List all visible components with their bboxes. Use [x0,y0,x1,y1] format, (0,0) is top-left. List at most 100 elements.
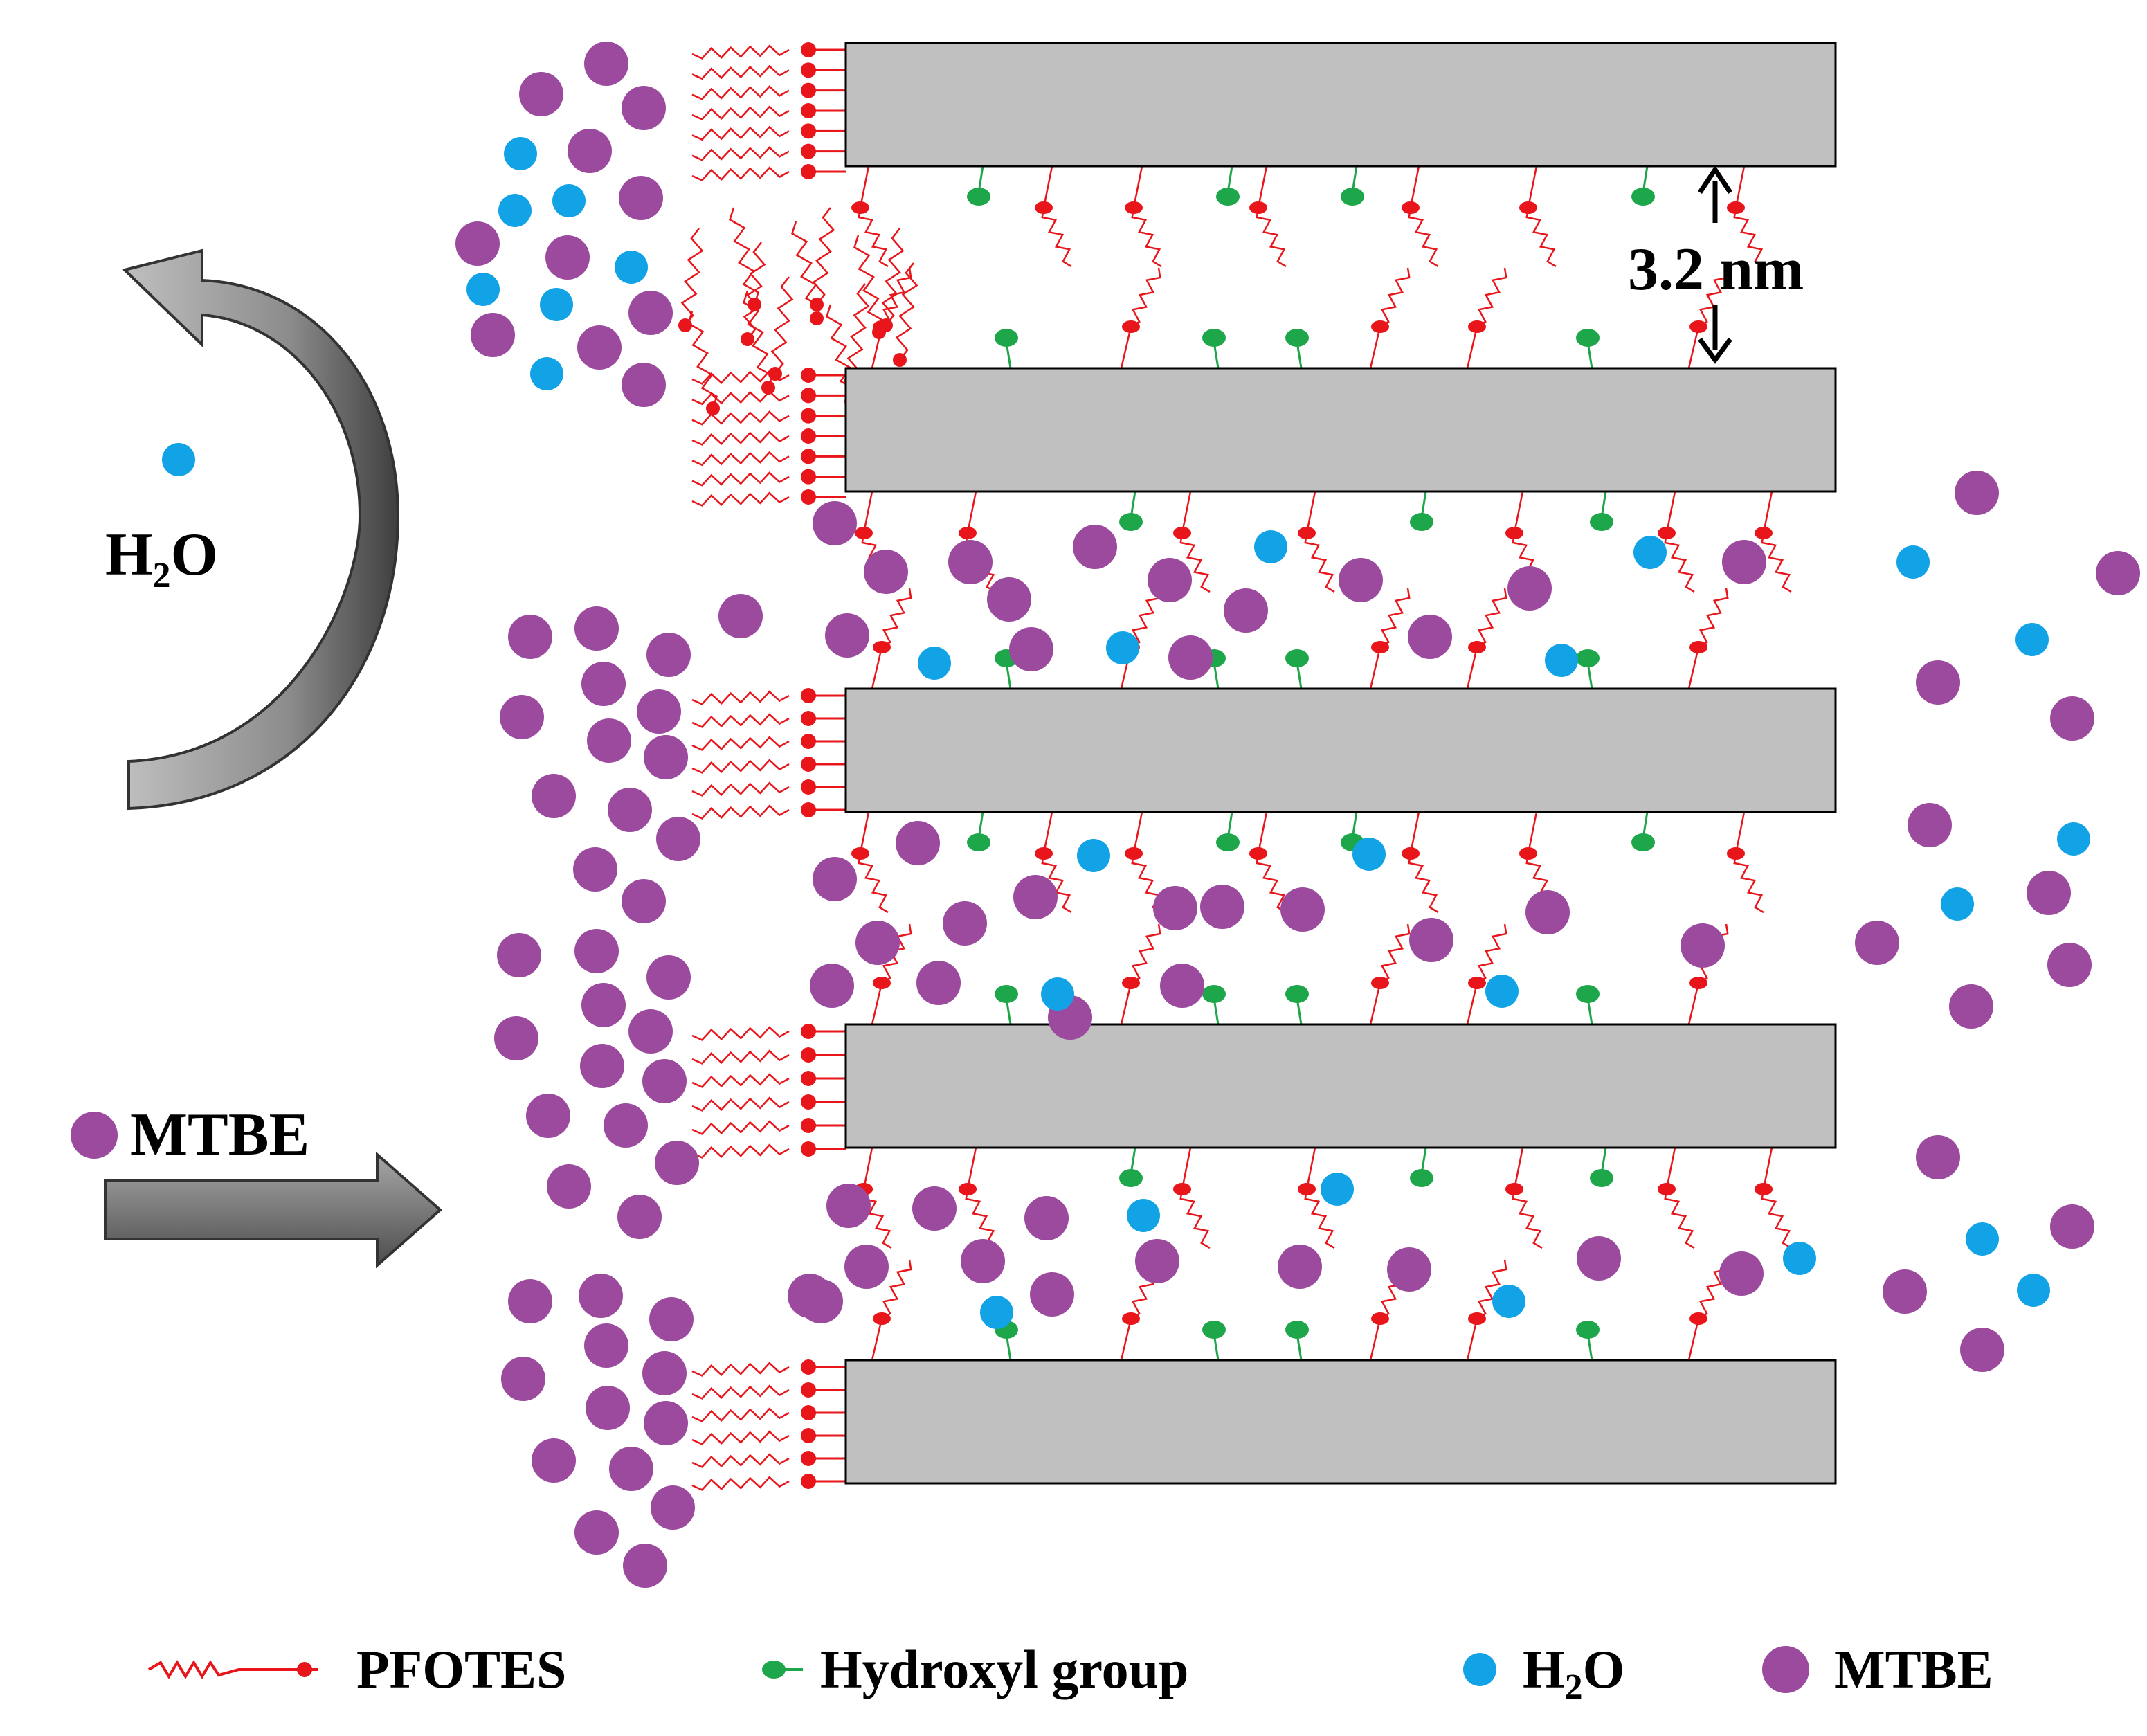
mtbe-molecule-icon [2050,1204,2094,1249]
pfotes-chain-icon [147,1660,318,1679]
water-molecule-icon [466,273,500,306]
water-molecule-icon [1896,545,1930,579]
water-molecule-icon [1492,1285,1525,1318]
mtbe-molecule-icon [943,901,987,946]
hydroxyl-group-icon [1285,649,1309,689]
mtbe-molecule-icon [1762,1646,1809,1693]
pfotes-chain-icon [691,1428,846,1445]
pfotes-chain-icon [691,42,846,60]
mtbe-molecule-icon [526,1094,570,1138]
molecules-layer [455,42,2140,1588]
pfotes-chain-icon [687,311,720,415]
graphene-oxide-sheet [844,367,1837,493]
water-molecule-icon [552,184,586,217]
graphene-oxide-sheet [844,1359,1837,1485]
mtbe-molecule-icon [826,1184,871,1228]
hydroxyl-group-icon [1285,1321,1309,1361]
mtbe-molecule-icon [987,577,1031,622]
chains-layer [678,42,1792,1491]
pfotes-chain-icon [768,276,794,381]
mtbe-molecule-icon [622,879,666,923]
mtbe-molecule-icon [574,606,619,651]
mtbe-molecule-icon [844,1245,889,1289]
mtbe-label: MTBE [130,1101,309,1168]
mtbe-molecule-icon [609,1447,653,1491]
mtbe-molecule-icon [574,929,619,973]
mtbe-molecule-icon [608,788,652,832]
mtbe-molecule-icon [1013,875,1058,919]
mtbe-molecule-icon [1883,1269,1927,1314]
mtbe-molecule-icon [494,1016,538,1060]
mtbe-molecule-icon [1949,984,1993,1029]
mtbe-molecule-icon [1073,525,1117,569]
pfotes-chain-icon [691,688,846,705]
mtbe-molecule-icon [1525,890,1570,934]
mtbe-molecule-icon [813,857,857,901]
hydroxyl-group-icon [1631,165,1655,206]
hydroxyl-group-icon [1410,1147,1433,1187]
legend-item-hydroxyl: Hydroxyl group [762,1639,1188,1699]
mtbe-molecule-icon [628,1009,673,1054]
water-molecule-icon [1352,838,1386,871]
pfotes-chain-icon [810,207,835,311]
mtbe-molecule-icon [1009,627,1053,671]
pfotes-chain-icon [959,1147,996,1249]
pfotes-chain-icon [871,1259,912,1361]
mtbe-molecule-icon [532,774,576,818]
hydroxyl-group-icon [1410,491,1433,531]
mtbe-molecule-icon [637,689,681,734]
water-molecule-icon [1941,887,1974,921]
mtbe-molecule-icon [604,1103,648,1148]
water-molecule-icon [498,194,532,227]
hydroxyl-group-icon [1216,811,1240,851]
mtbe-molecule-icon [864,550,908,594]
pfotes-chain-icon [1249,165,1287,268]
pfotes-chain-icon [691,1047,846,1065]
pfotes-chain-icon [691,1141,846,1159]
mtbe-molecule-icon [896,821,940,865]
pfotes-chain-icon [1173,1147,1211,1249]
mtbe-molecule-icon [718,594,763,638]
hydroxyl-group-icon [1285,329,1309,369]
mtbe-molecule-icon [500,695,544,739]
mtbe-molecule-icon [649,1297,694,1341]
mtbe-molecule-icon [573,847,617,892]
pfotes-chain-icon [691,408,846,426]
graphene-sheets [844,42,1837,1485]
pfotes-chain-icon [1466,1259,1507,1361]
pfotes-chain-icon [691,802,846,820]
mtbe-molecule-icon [501,1357,545,1401]
mtbe-molecule-icon [2027,871,2071,915]
pfotes-chain-icon [1125,165,1162,268]
mtbe-molecule-icon [1681,923,1725,968]
pfotes-chain-icon [691,449,846,467]
pfotes-chain-icon [1120,923,1161,1025]
pfotes-chain-icon [691,1024,846,1041]
pfotes-chain-icon [691,469,846,487]
mtbe-molecule-icon [584,42,628,86]
mtbe-molecule-icon [810,964,854,1008]
mtbe-molecule-icon [586,1386,630,1430]
hydroxyl-group-icon [1631,811,1655,851]
mtbe-molecule-icon [948,540,993,584]
mtbe-molecule-icon [644,735,688,779]
mtbe-molecule-icon [651,1485,695,1530]
mtbe-molecule-icon [497,933,541,977]
pfotes-chain-icon [691,779,846,797]
pfotes-chain-icon [1727,811,1764,914]
pfotes-chain-icon [691,1094,846,1112]
pfotes-chain-icon [691,1382,846,1400]
hydroxyl-group-icon [1119,491,1143,531]
mtbe-molecule-icon [1855,921,1899,965]
mtbe-molecule-icon [579,1274,623,1318]
mtbe-molecule-icon [580,1044,624,1088]
pfotes-chain-icon [1466,267,1507,369]
mtbe-molecule-icon [545,235,590,280]
legend-item-pfotes: PFOTES [147,1639,566,1699]
mtbe-molecule-icon [656,817,700,861]
water-molecule-icon [540,288,573,321]
mtbe-molecule-icon [581,662,626,706]
pfotes-chain-icon [691,123,846,141]
pfotes-chain-icon [691,388,846,406]
